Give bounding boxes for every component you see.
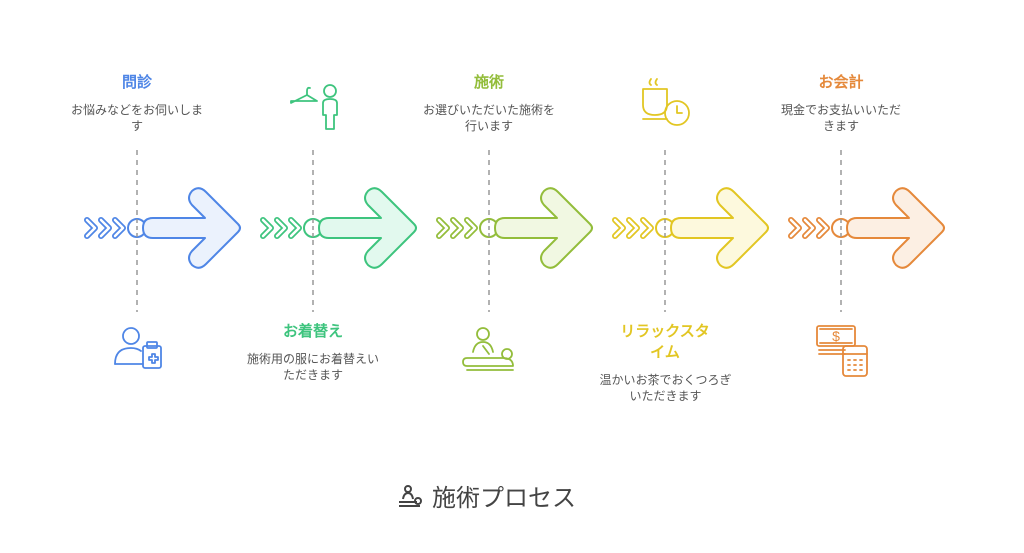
step-arrow [318, 187, 417, 269]
step-5-desc: 現金でお支払いいただきます [780, 103, 901, 133]
step-arrow [846, 187, 945, 269]
step-2 [260, 84, 417, 312]
step-arrow [494, 187, 593, 269]
chevron-inner [627, 218, 639, 238]
step-1-desc: お悩みなどをお伺いします [70, 103, 203, 133]
step-arrow [670, 187, 769, 269]
step-2-title: お着替え [282, 322, 343, 340]
massage-icon [399, 484, 422, 507]
massage-icon [462, 327, 514, 371]
chevron-inner [803, 218, 815, 238]
step-1-title: 問診 [121, 73, 152, 91]
chevron-inner [289, 218, 301, 238]
diagram-title-text: 施術プロセス [432, 484, 576, 512]
step-4-desc: 温かいお茶でおくつろぎいただきます [599, 373, 732, 403]
svg-text:$: $ [832, 328, 840, 344]
step-arrow [142, 187, 241, 269]
chevron-inner [437, 218, 449, 238]
step-4-title: リラックスタイム [620, 322, 710, 361]
step-5: $ [788, 150, 945, 377]
chevron-inner [275, 218, 287, 238]
chevron-inner [789, 218, 801, 238]
step-4 [612, 78, 769, 312]
step-3 [436, 150, 593, 371]
doctor-clipboard-icon [114, 327, 162, 369]
diagram-title: 施術プロセス [396, 478, 576, 513]
hanger-person-icon [290, 84, 338, 130]
chevron-inner [99, 218, 111, 238]
step-3-title: 施術 [473, 73, 504, 91]
chevron-inner [261, 218, 273, 238]
chevron-inner [613, 218, 625, 238]
chevron-inner [113, 218, 125, 238]
step-1 [84, 150, 241, 369]
chevron-inner [85, 218, 97, 238]
chevron-inner [465, 218, 477, 238]
step-2-desc: 施術用の服にお着替えいただきます [246, 352, 379, 382]
step-5-title: お会計 [818, 73, 864, 91]
chevron-inner [641, 218, 653, 238]
tea-clock-icon [642, 78, 690, 126]
chevron-inner [451, 218, 463, 238]
chevron-inner [817, 218, 829, 238]
step-3-desc: お選びいただいた施術を行います [422, 103, 555, 133]
money-calculator-icon: $ [816, 325, 868, 377]
